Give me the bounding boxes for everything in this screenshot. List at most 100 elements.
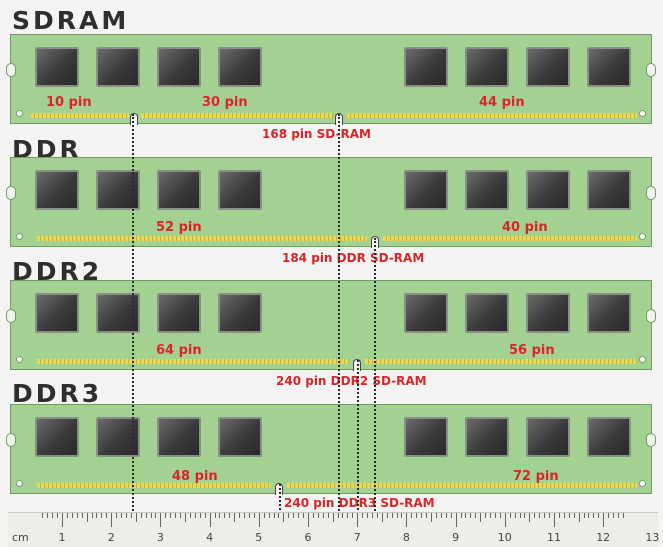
memory-chip xyxy=(465,417,509,457)
module-caption: 168 pin SD-RAM xyxy=(262,127,371,141)
ruler-tick xyxy=(135,513,137,522)
ruler-tick xyxy=(391,513,393,518)
ruler-tick xyxy=(529,513,531,522)
pin-label: 48 pin xyxy=(172,469,218,484)
memory-chip xyxy=(526,293,570,333)
ruler-tick xyxy=(426,513,428,518)
pin-label: 10 pin xyxy=(46,95,92,110)
ruler-tick xyxy=(386,513,388,518)
memory-chip xyxy=(404,47,448,87)
mount-hole xyxy=(16,356,23,363)
alignment-line xyxy=(279,484,281,514)
ruler-tick xyxy=(150,513,152,518)
ruler-tick xyxy=(239,513,241,518)
ruler-tick xyxy=(396,513,398,518)
pin-label: 30 pin xyxy=(202,95,248,110)
ruler-tick xyxy=(603,513,605,527)
ruler-tick xyxy=(544,513,546,518)
side-notch xyxy=(646,186,656,200)
ddr3-title: DDR3 xyxy=(12,379,103,408)
ruler-tick xyxy=(57,513,59,518)
ruler-unit: cm xyxy=(12,531,29,544)
ruler-tick xyxy=(332,513,334,522)
ruler-tick xyxy=(504,513,506,527)
ruler-tick xyxy=(578,513,580,522)
ruler-tick xyxy=(234,513,236,522)
ruler-tick xyxy=(293,513,295,518)
mount-hole xyxy=(16,110,23,117)
ruler-tick xyxy=(381,513,383,522)
ruler-tick xyxy=(485,513,487,518)
ruler-tick xyxy=(593,513,595,518)
ruler-tick xyxy=(180,513,182,518)
ruler-tick xyxy=(563,513,565,518)
ruler-tick xyxy=(367,513,369,518)
ruler-tick xyxy=(283,513,285,522)
sdram-title: SDRAM xyxy=(12,6,130,35)
ruler-tick xyxy=(568,513,570,518)
ruler-tick xyxy=(573,513,575,518)
memory-chip xyxy=(35,47,79,87)
ruler-tick xyxy=(598,513,600,518)
ruler-tick xyxy=(583,513,585,518)
gold-contacts xyxy=(37,483,271,488)
ruler-tick xyxy=(106,513,108,518)
ruler-tick xyxy=(268,513,270,518)
pin-label: 52 pin xyxy=(156,220,202,235)
memory-chip xyxy=(465,47,509,87)
module-caption: 240 pin DDR2 SD-RAM xyxy=(276,374,427,388)
module-caption: 240 pin DDR3 SD-RAM xyxy=(284,496,435,510)
alignment-line xyxy=(338,114,340,514)
side-notch xyxy=(6,63,16,77)
ruler-number: 1 xyxy=(58,531,66,544)
ruler-tick xyxy=(445,513,447,518)
memory-chip xyxy=(465,293,509,333)
ruler-number: 10 xyxy=(497,531,512,544)
ruler-tick xyxy=(96,513,98,518)
ruler-tick xyxy=(288,513,290,518)
ruler-tick xyxy=(278,513,280,518)
ruler-tick xyxy=(244,513,246,518)
memory-chip xyxy=(404,170,448,210)
ruler-tick xyxy=(519,513,521,518)
alignment-line xyxy=(132,114,134,514)
ruler-tick xyxy=(199,513,201,518)
memory-chip xyxy=(587,170,631,210)
ruler-tick xyxy=(66,513,68,518)
alignment-line xyxy=(357,360,359,514)
ruler-tick xyxy=(130,513,132,518)
ruler-tick xyxy=(317,513,319,518)
ruler-number: 3 xyxy=(156,531,164,544)
ruler-tick xyxy=(189,513,191,518)
pin-label: 44 pin xyxy=(479,95,525,110)
ruler-number: 11 xyxy=(547,531,561,544)
ruler-tick xyxy=(411,513,413,518)
ruler-tick xyxy=(549,513,551,518)
ruler-tick xyxy=(165,513,167,518)
side-notch xyxy=(646,433,656,447)
memory-chip xyxy=(587,293,631,333)
ruler-tick xyxy=(514,513,516,518)
ruler-tick xyxy=(558,513,560,518)
ruler-tick xyxy=(376,513,378,518)
ruler-tick xyxy=(52,513,54,518)
pin-label: 64 pin xyxy=(156,343,202,358)
memory-chip xyxy=(157,293,201,333)
memory-chip xyxy=(587,47,631,87)
ddr2-module xyxy=(6,280,656,371)
ruler-tick xyxy=(209,513,211,527)
ruler-tick xyxy=(253,513,255,518)
gold-contacts xyxy=(383,236,637,241)
ruler-tick xyxy=(121,513,123,518)
gold-contacts xyxy=(37,236,367,241)
memory-chip xyxy=(587,417,631,457)
ruler-tick xyxy=(608,513,610,518)
memory-chip xyxy=(404,293,448,333)
mount-hole xyxy=(639,233,646,240)
mount-hole xyxy=(639,110,646,117)
memory-chip xyxy=(526,47,570,87)
ruler-tick xyxy=(534,513,536,518)
ruler-tick xyxy=(352,513,354,518)
memory-chip xyxy=(96,47,140,87)
